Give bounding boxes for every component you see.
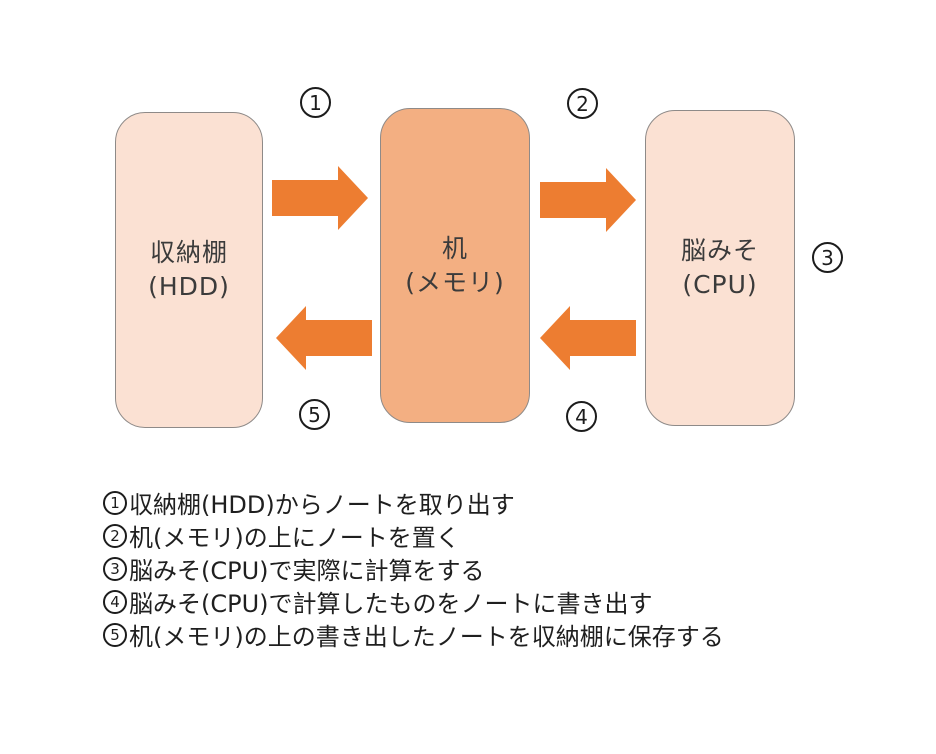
arrow-left-step5-shape — [276, 306, 372, 370]
step-4-marker-digit: 4 — [575, 404, 588, 429]
node-memory-subtitle: (メモリ) — [405, 267, 505, 297]
legend-item-3-number: 3 — [103, 556, 127, 581]
node-cpu-title: 脳みそ — [680, 236, 759, 265]
step-5-marker-digit: 5 — [308, 402, 321, 427]
arrow-left-step4-shape — [540, 306, 636, 370]
legend-item-4-text: 脳みそ(CPU)で計算したものをノートに書き出す — [129, 590, 653, 618]
legend-item-3-text: 脳みそ(CPU)で実際に計算をする — [129, 557, 485, 585]
step-3-marker: 3 — [812, 242, 843, 273]
arrow-right-step1-shape — [272, 166, 368, 230]
arrow-right-step1-icon — [272, 166, 368, 230]
legend-item-2-number: 2 — [103, 523, 127, 548]
node-hdd-title: 収納棚 — [149, 238, 228, 267]
node-cpu-subtitle: (CPU) — [682, 270, 758, 299]
node-memory-title: 机 — [441, 233, 468, 263]
step-4-marker: 4 — [566, 401, 597, 432]
step-2-marker: 2 — [567, 88, 598, 119]
step-5-marker: 5 — [299, 399, 330, 430]
step-1-marker: 1 — [300, 87, 331, 118]
node-memory: 机 (メモリ) — [380, 108, 530, 423]
step-2-marker-digit: 2 — [576, 91, 589, 116]
legend-item-5-text: 机(メモリ)の上の書き出したノートを収納棚に保存する — [129, 623, 724, 651]
legend-item-2-text: 机(メモリ)の上にノートを置く — [129, 524, 460, 552]
step-1-marker-digit: 1 — [309, 90, 322, 115]
arrow-left-step5-icon — [276, 306, 372, 370]
legend-item: 5 机(メモリ)の上の書き出したノートを収納棚に保存する — [103, 618, 724, 651]
legend-item-5-number: 5 — [103, 622, 127, 647]
legend-item-4-number: 4 — [103, 589, 127, 614]
legend-item: 2 机(メモリ)の上にノートを置く — [103, 519, 724, 552]
arrow-right-step2-icon — [540, 168, 636, 232]
legend-item: 4 脳みそ(CPU)で計算したものをノートに書き出す — [103, 585, 724, 618]
node-cpu: 脳みそ (CPU) — [645, 110, 795, 426]
node-hdd-subtitle: (HDD) — [148, 272, 230, 301]
step-3-marker-digit: 3 — [821, 245, 834, 270]
legend-item-1-text: 収納棚(HDD)からノートを取り出す — [129, 491, 515, 519]
legend-item: 3 脳みそ(CPU)で実際に計算をする — [103, 552, 724, 585]
arrow-right-step2-shape — [540, 168, 636, 232]
legend-item: 1 収納棚(HDD)からノートを取り出す — [103, 486, 724, 519]
arrow-left-step4-icon — [540, 306, 636, 370]
legend-list: 1 収納棚(HDD)からノートを取り出す 2 机(メモリ)の上にノートを置く 3… — [103, 486, 724, 651]
node-hdd: 収納棚 (HDD) — [115, 112, 263, 428]
legend-item-1-number: 1 — [103, 490, 127, 515]
